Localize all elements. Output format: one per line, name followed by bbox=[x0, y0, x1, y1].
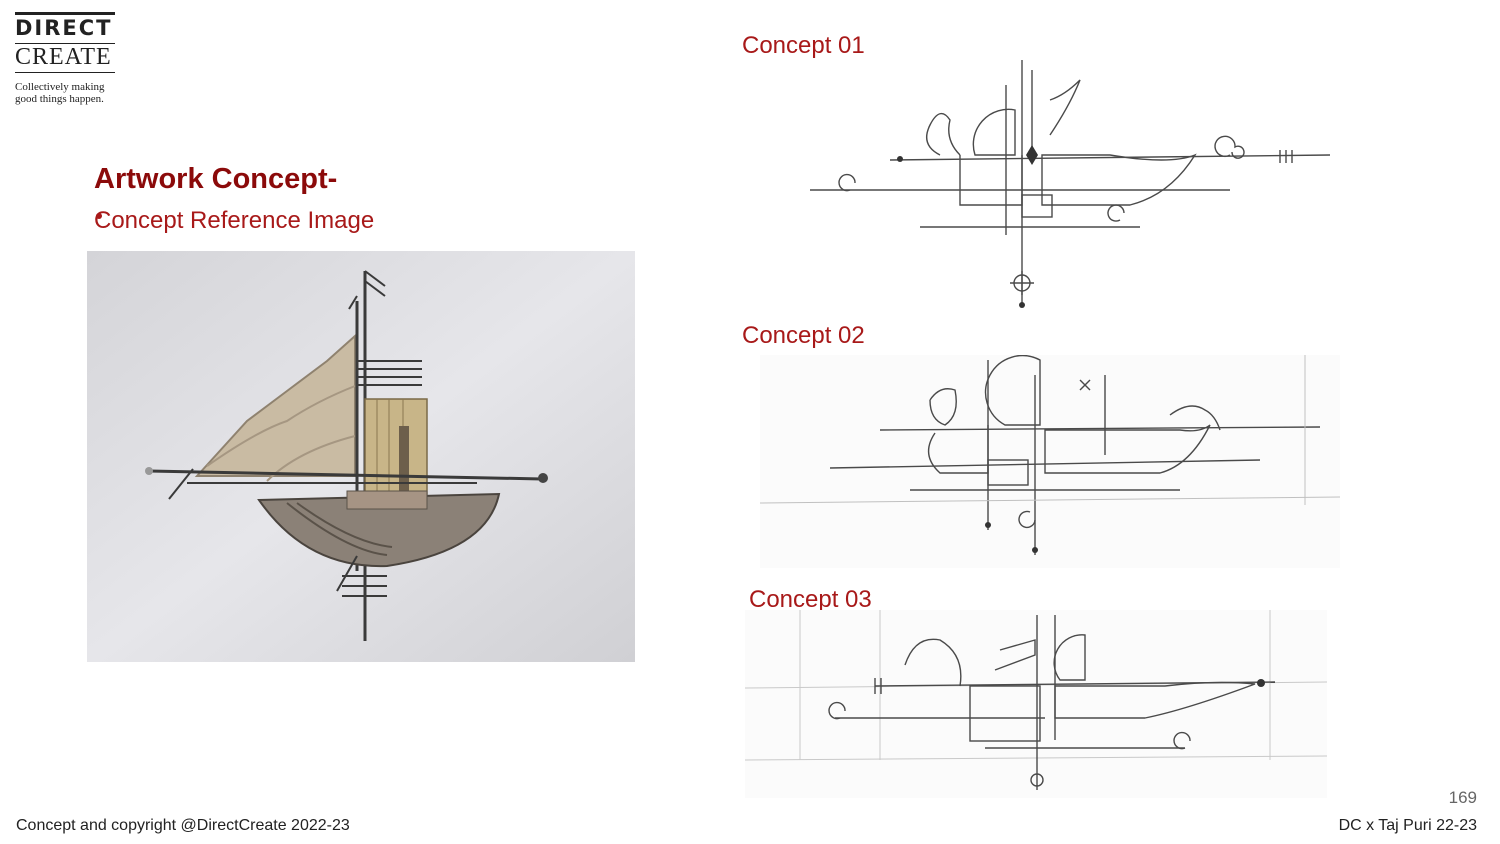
logo-divider bbox=[15, 43, 115, 44]
logo-tagline: Collectively making good things happen. bbox=[15, 81, 105, 105]
concept-01-label: Concept 01 bbox=[742, 32, 865, 59]
page-number: 169 bbox=[1448, 788, 1477, 807]
concept-02-label: Concept 02 bbox=[742, 322, 865, 349]
reference-artwork-image bbox=[87, 251, 635, 662]
concept-03-sketch bbox=[745, 610, 1327, 798]
concept-01-sketch bbox=[810, 60, 1331, 308]
page-title: Artwork Concept- bbox=[94, 163, 338, 195]
direct-create-logo: DIRECT CREATE Collectively making good t… bbox=[15, 12, 125, 105]
footer-copyright: Concept and copyright @DirectCreate 2022… bbox=[16, 817, 350, 834]
footer-project: DC x Taj Puri 22-23 bbox=[1338, 817, 1477, 834]
concept-03-label: Concept 03 bbox=[749, 586, 872, 613]
logo-bottom-rule bbox=[15, 72, 115, 73]
logo-direct-text: DIRECT bbox=[15, 16, 113, 40]
subtitle-bullet bbox=[96, 213, 102, 219]
concept-02-sketch bbox=[760, 355, 1340, 568]
logo-top-rule bbox=[15, 12, 115, 15]
page-subtitle: Concept Reference Image bbox=[94, 207, 375, 234]
logo-create-text: CREATE bbox=[15, 44, 112, 70]
